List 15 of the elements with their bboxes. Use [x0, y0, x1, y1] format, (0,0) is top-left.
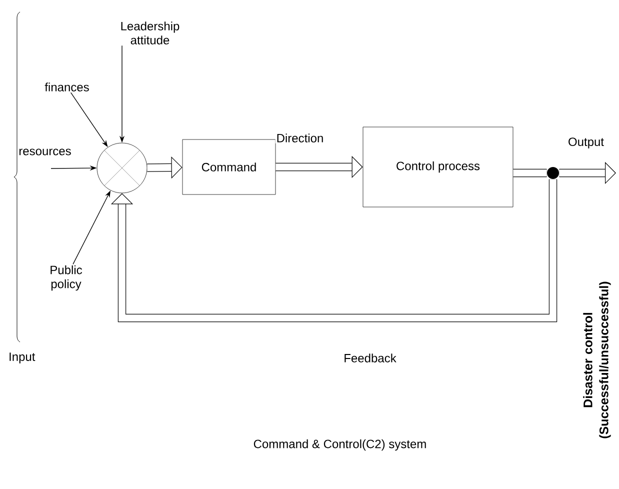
input-label: Public policy [50, 265, 82, 291]
input-label: Input [10, 352, 36, 364]
summing-junction [96, 142, 148, 194]
process-box: Command [182, 139, 276, 195]
process-box: Control process [362, 126, 514, 208]
vertical-label: Disaster control (Successful/unsuccessful) [583, 282, 611, 438]
junction-dot [547, 167, 559, 179]
edge-label: Feedback [342, 352, 398, 364]
input-label: Leadership attitude [121, 22, 180, 44]
input-label: resources [19, 148, 71, 156]
edge-label: Direction [275, 132, 325, 144]
caption: Command & Control(C2) system [254, 439, 426, 451]
input-label: finances [44, 82, 89, 92]
block-arrow [110, 179, 558, 322]
edge-label: Output [567, 136, 605, 150]
